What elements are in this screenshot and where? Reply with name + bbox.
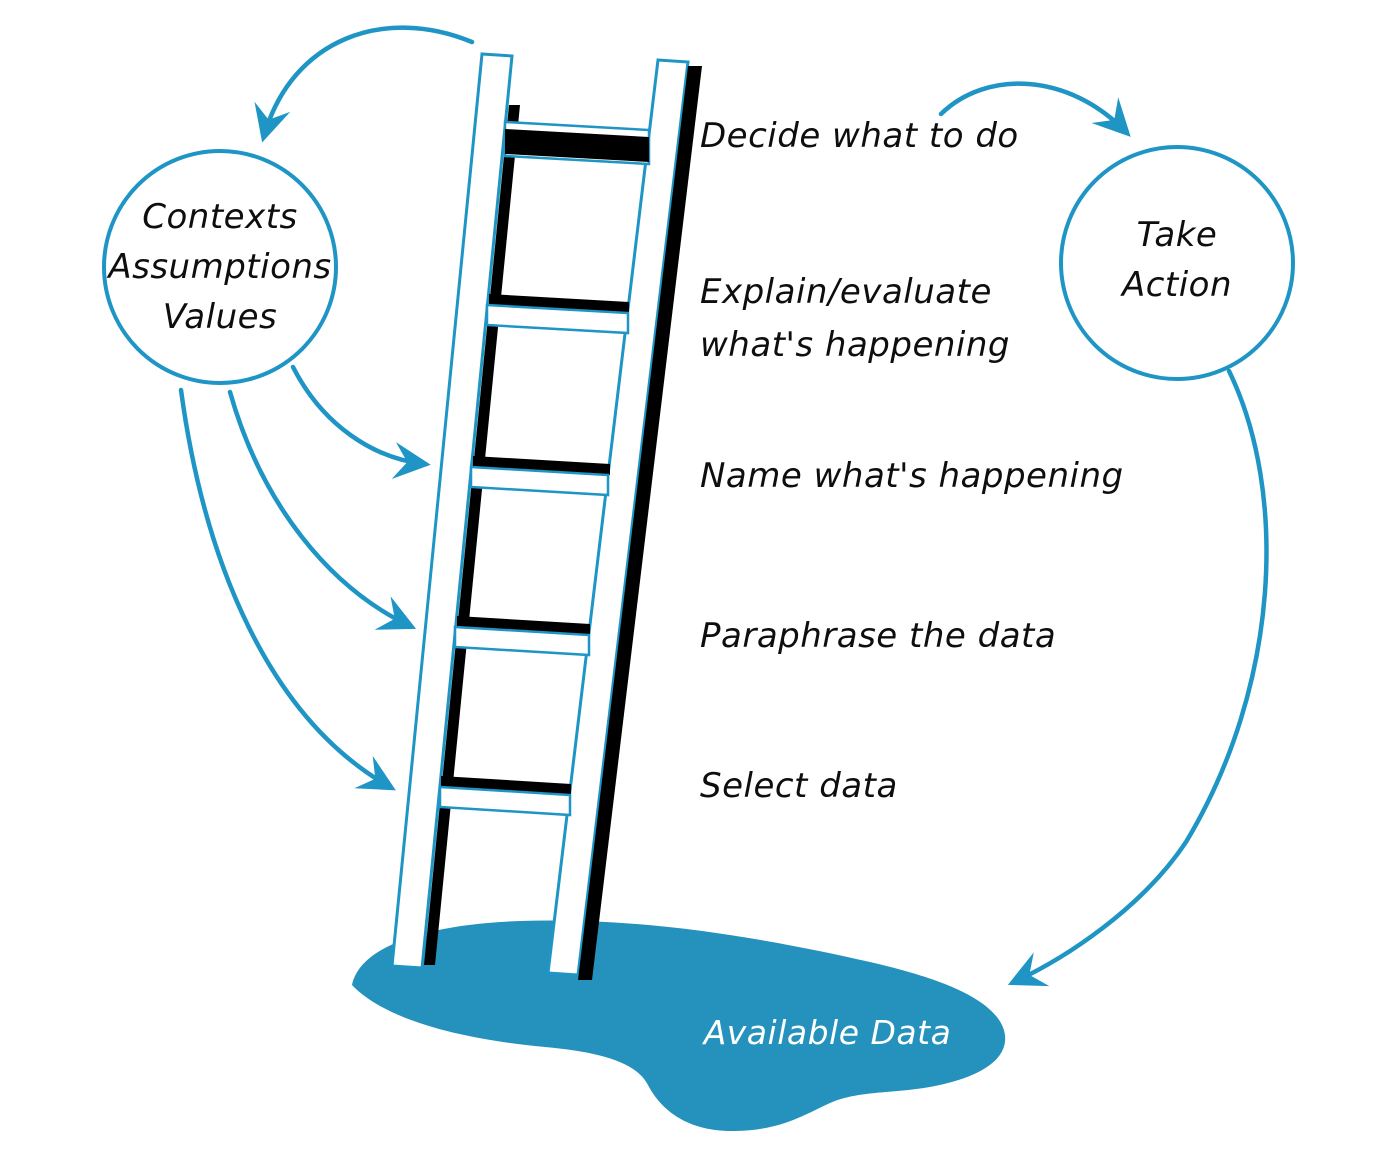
label-explain-line-1: Explain/evaluate (700, 272, 992, 312)
available-data-blob (352, 920, 1006, 1132)
values-line: Values (162, 296, 278, 337)
rung-shadow-3 (473, 456, 610, 475)
rung-shadow-5 (441, 776, 571, 795)
contexts-assumptions-values-circle (102, 149, 338, 385)
ladder-left-rail (390, 52, 514, 970)
arrow-contexts-to-rung-paraphrase (227, 389, 417, 630)
ladder-rung-3 (469, 465, 610, 497)
ladder-rung-2 (485, 303, 630, 335)
rung-shadow-2 (489, 294, 629, 313)
action-line: Action (1121, 264, 1233, 305)
take-action-circle (1059, 145, 1295, 381)
ladder-rung-4 (453, 625, 591, 657)
label-name-whats-happening: Name what's happening (700, 456, 1124, 496)
take-line: Take (1136, 215, 1218, 255)
ladder-rung-5 (438, 785, 572, 817)
rung-shadow-4 (457, 616, 590, 635)
label-explain-evaluate: Explain/evaluate what's happening (700, 266, 1010, 371)
label-paraphrase-the-data: Paraphrase the data (700, 616, 1057, 656)
ladder-rung-1-shadow (505, 129, 649, 162)
label-select-data: Select data (700, 766, 898, 806)
label-decide-what-to-do: Decide what to do (700, 116, 1019, 156)
arrow-take-action-to-available-data (1007, 368, 1269, 987)
arrow-contexts-to-rung-select (178, 387, 396, 791)
assumptions-line: Assumptions (108, 246, 332, 287)
ladder-right-rail (546, 58, 690, 977)
arrow-decide-to-take-action (938, 81, 1131, 137)
label-available-data: Available Data (703, 1013, 952, 1052)
ladder (390, 52, 702, 980)
ladder-right-rail-shadow (578, 66, 702, 980)
contexts-line: Contexts (142, 197, 298, 237)
arrow-contexts-to-rung-name (290, 364, 431, 479)
take-action-circle-text: Take Action (1052, 211, 1302, 311)
contexts-circle-text: Contexts Assumptions Values (95, 193, 345, 343)
arrow-ladder-to-contexts (254, 25, 475, 143)
label-explain-line-2: what's happening (700, 324, 1010, 365)
